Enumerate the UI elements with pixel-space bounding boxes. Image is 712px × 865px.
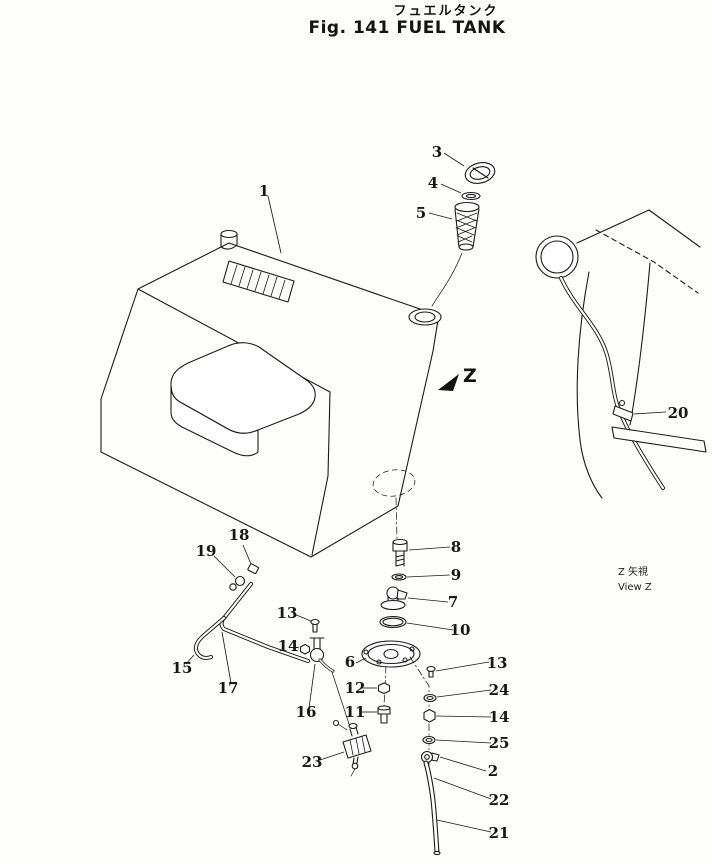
filler-neck — [408, 308, 442, 326]
fitting-19 — [229, 575, 246, 591]
sender-hole-dashed — [372, 469, 416, 497]
callout-label: 21 — [489, 824, 510, 842]
valve-16 — [309, 637, 335, 673]
callout-label: 20 — [668, 404, 689, 422]
callout-label: 19 — [196, 542, 217, 560]
fuel-tank-body — [100, 229, 463, 558]
bolt-8 — [392, 538, 408, 567]
callout-label: 13 — [277, 604, 298, 622]
callout-label: 2 — [488, 762, 498, 780]
callout-label: 12 — [345, 679, 366, 697]
hose-clamp-20 — [612, 399, 634, 422]
bolt-13-right — [426, 665, 436, 678]
washer-24 — [423, 693, 437, 703]
drain-cock-23 — [332, 719, 372, 777]
bolt-18 — [247, 563, 260, 575]
fuel-strainer — [454, 201, 480, 251]
sender-plate-6 — [361, 640, 421, 668]
view-z-detail — [535, 209, 707, 499]
washer-25 — [422, 735, 436, 745]
callout-label: 25 — [489, 734, 510, 752]
filler-cap-parts — [454, 162, 496, 251]
callout-label: 23 — [302, 753, 323, 771]
nut-12 — [377, 682, 391, 695]
callout-label: 9 — [451, 566, 461, 584]
arrowhead-icon — [438, 374, 459, 391]
callout-label: 14 — [489, 708, 510, 726]
callout-label: 5 — [416, 204, 426, 222]
callout-label: 17 — [218, 679, 239, 697]
callout-label: 24 — [489, 681, 510, 699]
filler-opening — [535, 235, 579, 279]
tube-21-22 — [423, 760, 441, 856]
callout-label: 18 — [229, 526, 250, 544]
fitting-2 — [420, 750, 440, 764]
filler-cap — [464, 162, 496, 184]
cap-gasket — [461, 191, 481, 201]
bolt-13-left — [310, 618, 320, 633]
drain-hose — [559, 276, 665, 490]
o-ring-10 — [379, 615, 407, 629]
sender-assembly — [361, 538, 421, 724]
support-strap — [611, 426, 707, 453]
callout-label: 4 — [428, 174, 438, 192]
callout-label: 8 — [451, 538, 461, 556]
view-z-label-top: Z 矢視 — [618, 565, 648, 578]
seat-cushion — [170, 342, 316, 457]
callout-label: 22 — [489, 791, 510, 809]
drain-tube-assembly — [409, 656, 441, 856]
callout-label: 6 — [345, 653, 355, 671]
callout-label: 11 — [345, 703, 366, 721]
nut-14-left — [299, 643, 311, 655]
z-direction-arrow: Z — [438, 365, 477, 391]
callout-label: 1 — [259, 182, 269, 200]
leader-lines — [185, 152, 667, 833]
inspection-plate — [222, 260, 295, 303]
callout-label: 16 — [296, 703, 317, 721]
z-arrow-label: Z — [463, 365, 477, 387]
callout-label: 7 — [448, 593, 458, 611]
callout-label: 10 — [450, 621, 471, 639]
callout-label: 3 — [432, 143, 442, 161]
nut-14-right — [423, 708, 436, 723]
title-japanese: フュエルタンク — [393, 4, 498, 19]
callout-label: 14 — [278, 637, 299, 655]
breather-tube — [220, 229, 238, 250]
callout-label: 15 — [172, 659, 193, 677]
view-z-label-bottom: View Z — [618, 582, 652, 593]
bolt-11 — [377, 705, 391, 724]
washer-9 — [391, 573, 407, 581]
elbow-fitting-7 — [380, 586, 408, 611]
callout-labels: 1 3 4 5 20 8 9 7 10 18 19 13 14 6 15 17 … — [172, 143, 689, 842]
callout-label: 13 — [487, 654, 508, 672]
figure-title: Fig. 141 FUEL TANK — [308, 18, 505, 38]
view-z-label: Z 矢視 View Z — [618, 565, 652, 593]
fuel-line-assembly — [193, 563, 351, 728]
